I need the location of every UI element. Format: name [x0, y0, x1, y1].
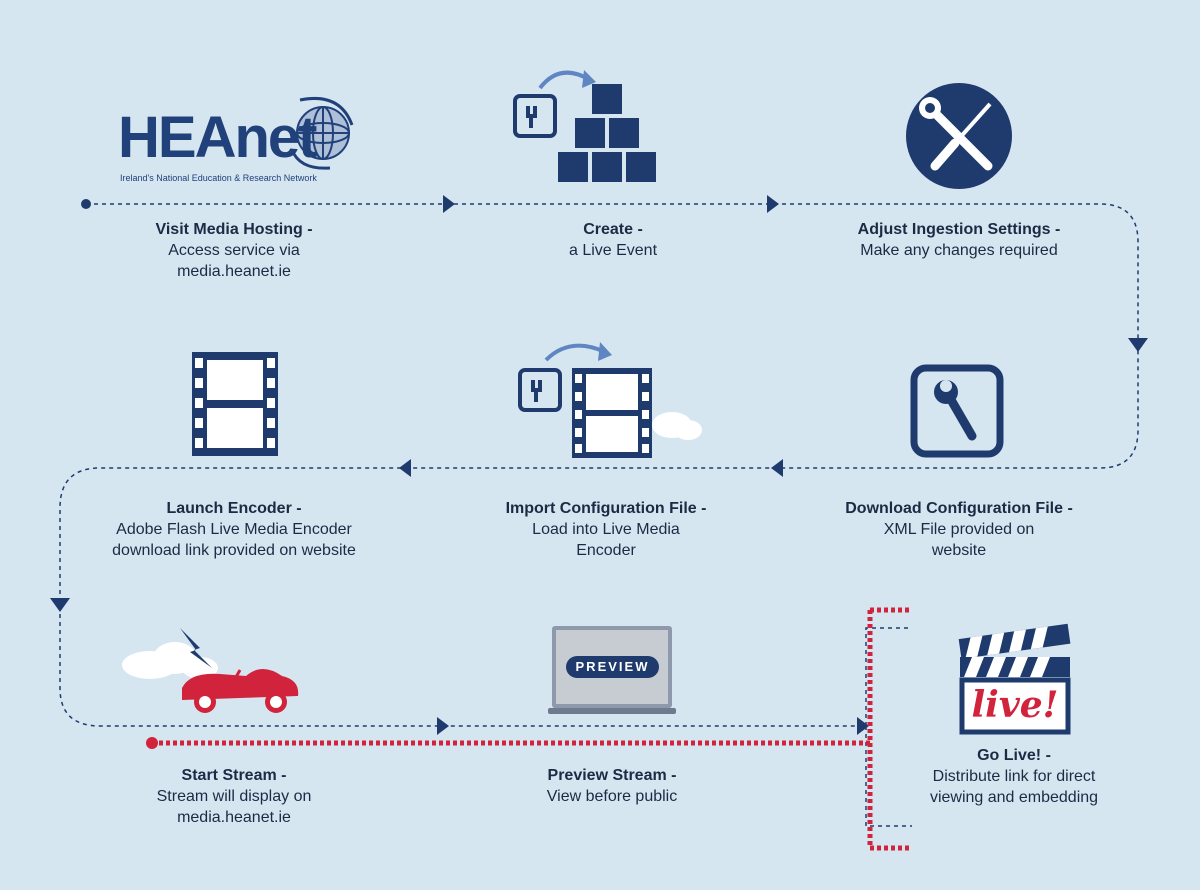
step-visit-media-hosting: Visit Media Hosting - Access service via… — [155, 219, 312, 282]
heanet-logo: HEAnet — [118, 105, 317, 170]
step-title: Create - — [583, 221, 643, 238]
flow-start-dot — [81, 199, 91, 209]
step-import-config: Import Configuration File - Load into Li… — [506, 498, 707, 561]
step-desc: Make any changes required — [860, 242, 1058, 259]
step-desc: media.heanet.ie — [177, 263, 291, 280]
step-title: Preview Stream - — [547, 767, 677, 784]
step-download-config: Download Configuration File - XML File p… — [845, 498, 1073, 561]
live-text: live! — [971, 684, 1059, 726]
laptop-icon — [548, 626, 676, 714]
step-desc: Distribute link for direct — [932, 768, 1096, 785]
step-preview-stream: Preview Stream - View before public — [547, 765, 677, 807]
live-stream-path — [152, 607, 912, 851]
import-config-icon — [518, 342, 702, 458]
flow-connector — [59, 203, 1139, 827]
step-desc: Adobe Flash Live Media Encoder — [116, 521, 352, 538]
globe-icon — [290, 96, 354, 170]
step-desc: a Live Event — [568, 242, 658, 259]
step-title: Adjust Ingestion Settings - — [857, 221, 1061, 238]
flow-arrows — [50, 195, 1148, 735]
step-desc: XML File provided on — [883, 521, 1035, 538]
step-title: Start Stream - — [181, 767, 287, 784]
step-title: Launch Encoder - — [166, 500, 302, 517]
step-title: Import Configuration File - — [505, 500, 707, 517]
step-desc: Access service via — [168, 242, 300, 259]
step-desc: Load into Live Media — [532, 521, 680, 538]
step-desc: Encoder — [576, 542, 636, 559]
step-title: Go Live! - — [977, 747, 1051, 764]
step-create: Create - a Live Event — [569, 219, 657, 261]
wrench-screwdriver-icon — [906, 83, 1012, 189]
step-desc: website — [931, 542, 987, 559]
step-desc: download link provided on website — [112, 542, 356, 559]
logo-tagline: Ireland's National Education & Research … — [120, 173, 317, 183]
create-event-icon — [513, 70, 656, 182]
step-title: Download Configuration File - — [845, 500, 1073, 517]
step-adjust-ingestion: Adjust Ingestion Settings - Make any cha… — [858, 219, 1061, 261]
step-start-stream: Start Stream - Stream will display on me… — [157, 765, 312, 828]
clapperboard-icon — [958, 623, 1071, 735]
step-go-live: Go Live! - Distribute link for direct vi… — [930, 745, 1098, 808]
step-title: Visit Media Hosting - — [155, 221, 313, 238]
step-desc: media.heanet.ie — [177, 809, 291, 826]
step-desc: viewing and embedding — [929, 789, 1099, 806]
film-strip-icon — [192, 352, 278, 456]
config-wrench-icon — [910, 364, 1004, 458]
stream-start-dot — [146, 737, 158, 749]
preview-badge: PREVIEW — [575, 659, 650, 674]
car-cloud-lightning-icon — [122, 628, 299, 713]
step-desc: View before public — [546, 788, 678, 805]
step-desc: Stream will display on — [156, 788, 312, 805]
step-launch-encoder: Launch Encoder - Adobe Flash Live Media … — [112, 498, 356, 561]
